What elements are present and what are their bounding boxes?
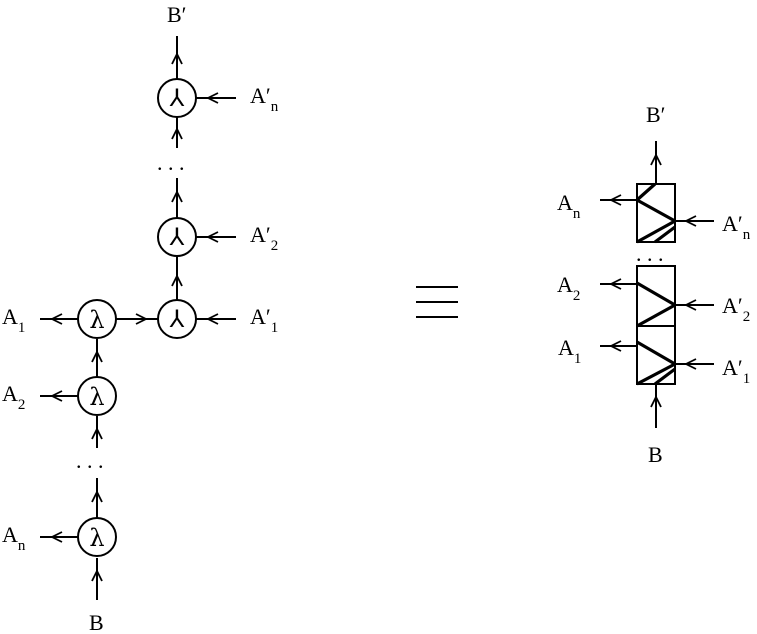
box-fork-lower	[636, 219, 676, 244]
right-output-a2: A2	[557, 272, 637, 304]
lambda-symbol: λ	[89, 383, 104, 411]
left-bottom-label: B	[89, 610, 104, 634]
output-label-an: An	[2, 522, 26, 554]
lambda-node-1: λ A1	[2, 299, 158, 339]
input-label: A′n	[722, 211, 751, 243]
merge-symbol: ⅄	[169, 305, 185, 333]
input-label: A′2	[722, 293, 750, 325]
right-ellipsis: . . .	[636, 241, 664, 266]
box-fork-lower-1	[636, 362, 676, 386]
right-diagram: B′ . . . An	[557, 102, 751, 467]
output-label-a1: A1	[2, 304, 25, 336]
right-output-a1: A1	[558, 335, 637, 367]
lambda-symbol: λ	[89, 524, 104, 552]
merge-node-2: ⅄ A′2	[157, 217, 278, 257]
left-lower-ellipsis: . . .	[76, 448, 104, 473]
lambda-symbol: λ	[89, 306, 104, 334]
box-top-diagonal	[635, 182, 657, 202]
box-fork-upper-1	[636, 340, 676, 366]
output-label: An	[557, 190, 581, 222]
input-label: A′1	[722, 355, 750, 387]
box-bottom-diagonal	[654, 367, 676, 386]
right-output-an: An	[557, 190, 637, 222]
merge-node-1: ⅄ A′1	[157, 299, 278, 339]
lambda-node-2: λ A2	[2, 376, 117, 416]
merge-symbol: ⅄	[169, 223, 185, 251]
box-fork-upper-2	[636, 281, 676, 307]
left-top-label: B′	[167, 2, 187, 27]
merge-node-n: ⅄ A′n	[157, 78, 279, 118]
right-input-a1-prime: A′1	[675, 355, 750, 387]
right-top-label: B′	[646, 102, 666, 127]
output-label: A1	[558, 335, 581, 367]
box-fork-lower-2	[636, 303, 676, 328]
output-label: A2	[557, 272, 580, 304]
left-diagram: . . . λ An λ A2 λ A1	[2, 2, 279, 634]
input-label-a2-prime: A′2	[250, 222, 278, 254]
input-label-a1-prime: A′1	[250, 304, 278, 336]
right-input-an-prime: A′n	[675, 211, 751, 243]
merge-symbol: ⅄	[169, 84, 185, 112]
input-label-an-prime: A′n	[250, 83, 279, 115]
right-input-a2-prime: A′2	[675, 293, 750, 325]
box-fork-upper	[636, 198, 676, 223]
lambda-node-n: λ An	[2, 517, 117, 557]
equivalence-symbol: ≡	[416, 286, 458, 318]
combined-box-n	[635, 182, 676, 244]
output-label-a2: A2	[2, 381, 25, 413]
box-bottom-diagonal	[654, 225, 676, 244]
combined-box-2-1	[636, 265, 676, 386]
right-bottom-label: B	[648, 442, 663, 467]
left-upper-ellipsis: . . .	[157, 150, 185, 175]
